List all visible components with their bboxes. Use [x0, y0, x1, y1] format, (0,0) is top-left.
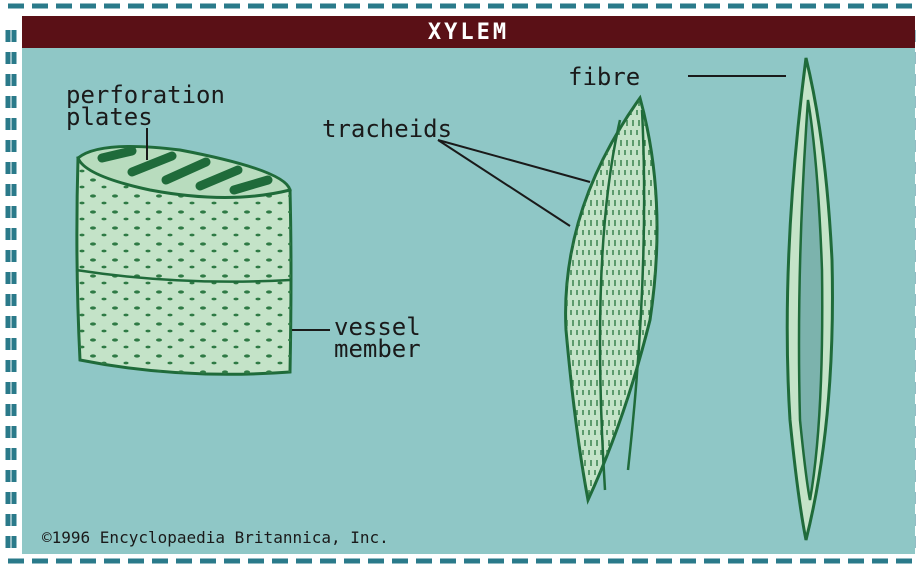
vessel-member [76, 146, 291, 374]
label-fibre: fibre [568, 64, 640, 90]
copyright-credit: ©1996 Encyclopaedia Britannica, Inc. [42, 528, 389, 548]
fibre [787, 58, 832, 540]
label-plates: plates [66, 104, 153, 130]
label-member: member [334, 336, 421, 362]
label-tracheids: tracheids [322, 116, 452, 142]
tracheids [566, 98, 657, 500]
